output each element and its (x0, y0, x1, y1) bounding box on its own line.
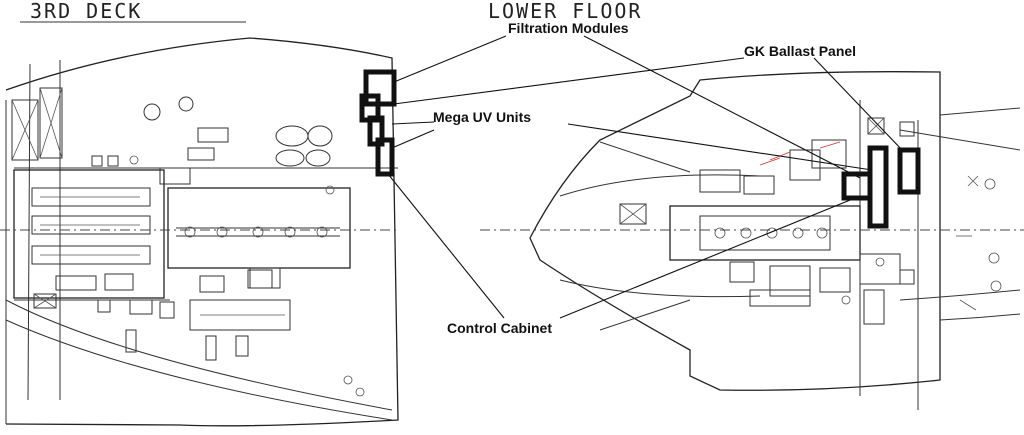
third-deck-equipment (359, 69, 397, 177)
mega-uv-units-label: Mega UV Units (433, 109, 531, 125)
gk-ballast-panel-label: GK Ballast Panel (744, 43, 856, 59)
filtration-module-outline-lower (841, 171, 873, 201)
filtration-modules-label: Filtration Modules (508, 20, 629, 36)
mega-uv-unit-outline-lower (867, 145, 889, 229)
leader-lines (387, 35, 905, 319)
gk-ballast-panel-outline (897, 147, 921, 195)
lower-floor-equipment (841, 145, 921, 229)
control-cabinet-label: Control Cabinet (447, 320, 552, 336)
control-cabinet-outline (375, 137, 395, 177)
callout-labels: Filtration Modules GK Ballast Panel Mega… (433, 20, 856, 336)
third-deck-title: 3RD DECK (30, 0, 142, 23)
lower-floor-title: LOWER FLOOR (488, 0, 642, 23)
third-deck-plan: 3RD DECK (0, 0, 399, 427)
lower-floor-plan: LOWER FLOOR (480, 0, 1024, 410)
